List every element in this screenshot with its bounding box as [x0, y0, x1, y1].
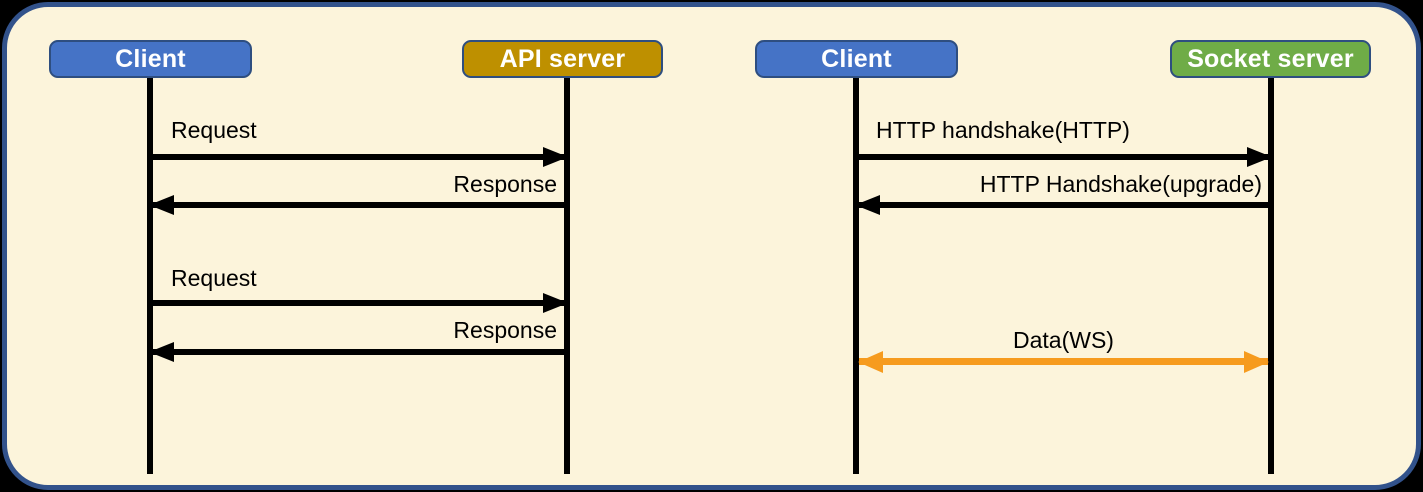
arrow-handshake-http	[856, 154, 1271, 160]
actor-box-api-server: API server	[462, 40, 663, 78]
actor-label: Client	[115, 44, 186, 73]
arrow-request-2	[150, 300, 567, 306]
lifeline-client-left	[147, 78, 153, 474]
message-label-request-2: Request	[171, 265, 257, 291]
arrow-handshake-upgrade	[856, 202, 1271, 208]
lifeline-socket-server	[1268, 78, 1274, 474]
actor-box-socket-server: Socket server	[1170, 40, 1371, 78]
arrow-data-ws	[859, 358, 1268, 365]
message-label-handshake-upgrade: HTTP Handshake(upgrade)	[979, 171, 1262, 197]
message-label-data-ws: Data(WS)	[1013, 327, 1114, 353]
message-label-response-2: Response	[453, 317, 557, 343]
actor-label: Client	[821, 44, 892, 73]
lifeline-client-right	[853, 78, 859, 474]
message-label-handshake-http: HTTP handshake(HTTP)	[876, 117, 1130, 143]
actor-box-client-right: Client	[755, 40, 958, 78]
arrow-response-2	[150, 349, 567, 355]
actor-box-client-left: Client	[49, 40, 252, 78]
arrow-response-1	[150, 202, 567, 208]
lifeline-api-server	[564, 78, 570, 474]
message-label-request-1: Request	[171, 117, 257, 143]
actor-label: API server	[499, 44, 626, 73]
actor-label: Socket server	[1187, 44, 1354, 73]
arrow-request-1	[150, 154, 567, 160]
message-label-response-1: Response	[453, 171, 557, 197]
